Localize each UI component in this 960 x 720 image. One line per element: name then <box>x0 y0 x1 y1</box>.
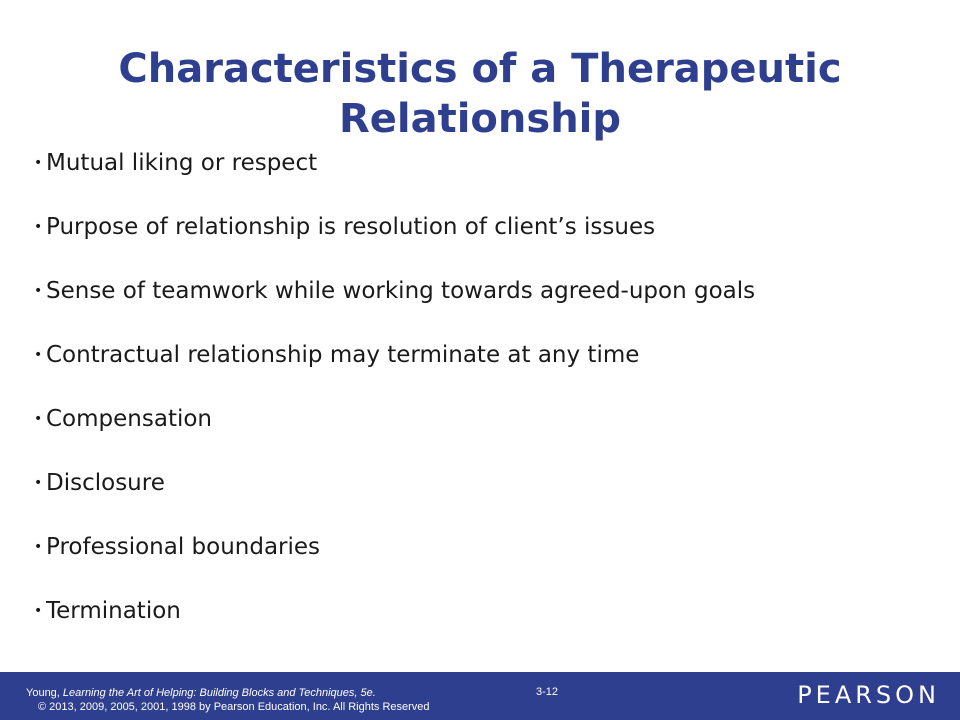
bullet-text: Mutual liking or respect <box>46 150 318 176</box>
bullet-dot-icon: • <box>34 219 43 235</box>
bullet-text: Disclosure <box>46 470 165 496</box>
footer-copyright: © 2013, 2009, 2005, 2001, 1998 by Pearso… <box>38 701 430 713</box>
bullet-item: •Mutual liking or respect <box>34 146 755 210</box>
citation-book-title: Learning the Art of Helping: Building Bl… <box>62 687 376 699</box>
pearson-logo: PEARSON <box>797 681 940 709</box>
slide-title: Characteristics of a Therapeutic Relatio… <box>40 44 920 144</box>
footer-bar: Young, Learning the Art of Helping: Buil… <box>0 672 960 720</box>
bullet-dot-icon: • <box>34 539 43 555</box>
bullet-item: •Professional boundaries <box>34 530 755 594</box>
title-line-1: Characteristics of a Therapeutic <box>118 46 842 92</box>
bullet-text: Purpose of relationship is resolution of… <box>46 214 656 240</box>
bullet-text: Sense of teamwork while working towards … <box>46 278 756 304</box>
bullet-text: Termination <box>46 598 181 624</box>
bullet-dot-icon: • <box>34 347 43 363</box>
bullet-dot-icon: • <box>34 603 43 619</box>
bullet-dot-icon: • <box>34 283 43 299</box>
bullet-item: •Compensation <box>34 402 755 466</box>
bullet-text: Compensation <box>46 406 212 432</box>
bullet-text: Professional boundaries <box>46 534 321 560</box>
bullet-dot-icon: • <box>34 411 43 427</box>
bullet-text: Contractual relationship may terminate a… <box>46 342 640 368</box>
citation-author: Young, <box>26 687 63 699</box>
bullet-item: •Purpose of relationship is resolution o… <box>34 210 755 274</box>
bullet-item: •Disclosure <box>34 466 755 530</box>
footer-citation: Young, Learning the Art of Helping: Buil… <box>26 686 376 700</box>
slide-number: 3-12 <box>536 686 559 698</box>
bullet-item: •Contractual relationship may terminate … <box>34 338 755 402</box>
bullet-item: •Termination <box>34 594 755 658</box>
title-line-2: Relationship <box>338 96 622 142</box>
bullet-dot-icon: • <box>34 475 43 491</box>
bullet-item: •Sense of teamwork while working towards… <box>34 274 755 338</box>
bullet-list: •Mutual liking or respect •Purpose of re… <box>34 146 755 658</box>
bullet-dot-icon: • <box>34 155 43 171</box>
